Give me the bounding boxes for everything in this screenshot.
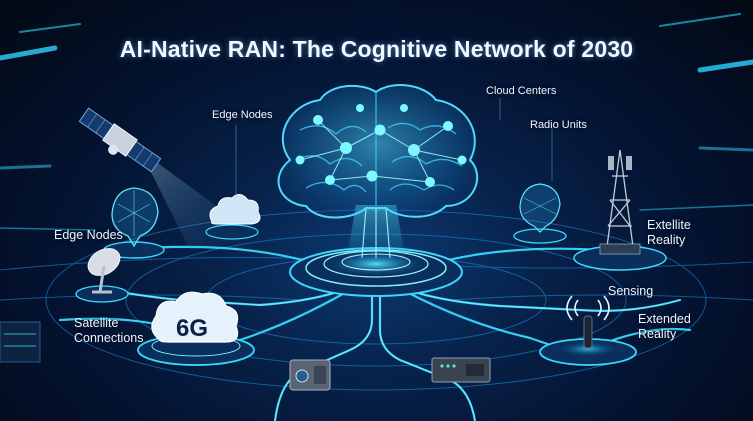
- device-module-icon: [289, 359, 331, 391]
- label-satellite-connections: Satellite Connections: [74, 316, 144, 346]
- label-extended-reality-line2: Reality: [638, 327, 677, 341]
- edge-node-brain-right-icon: [513, 183, 567, 244]
- label-extellite-reality: Extellite Reality: [647, 218, 691, 248]
- sensor-antenna-icon: [539, 295, 637, 366]
- server-rack-icon: [0, 321, 41, 363]
- light-streaks: [0, 13, 753, 231]
- label-satellite-connections-line1: Satellite: [74, 316, 119, 330]
- diagram-title: AI-Native RAN: The Cognitive Network of …: [119, 36, 634, 62]
- label-cloud-centers: Cloud Centers: [486, 85, 557, 97]
- label-radio-units: Radio Units: [530, 119, 587, 131]
- edge-node-brain-icon: [103, 187, 165, 259]
- label-extended-reality: Extended Reality: [638, 312, 691, 342]
- brain-icon: [277, 84, 479, 219]
- label-extellite-reality-line2: Reality: [647, 233, 686, 247]
- label-satellite-connections-line2: Connections: [74, 331, 144, 345]
- label-edge-nodes-left: Edge Nodes: [54, 228, 123, 242]
- satellite-dish-icon: [75, 248, 129, 303]
- label-leaders: [235, 98, 553, 198]
- label-6g: 6G: [175, 315, 208, 342]
- gateway-module-icon: [431, 357, 491, 383]
- antenna-tower-icon: [573, 149, 667, 271]
- 6g-cloud-icon: [137, 291, 255, 366]
- label-edge-nodes-top: Edge Nodes: [212, 109, 273, 121]
- label-extended-reality-line1: Extended: [638, 312, 691, 326]
- beam-filaments: [361, 207, 391, 259]
- label-extellite-reality-line1: Extellite: [647, 218, 691, 232]
- label-sensing: Sensing: [608, 284, 654, 298]
- cloud-icon: [205, 194, 261, 240]
